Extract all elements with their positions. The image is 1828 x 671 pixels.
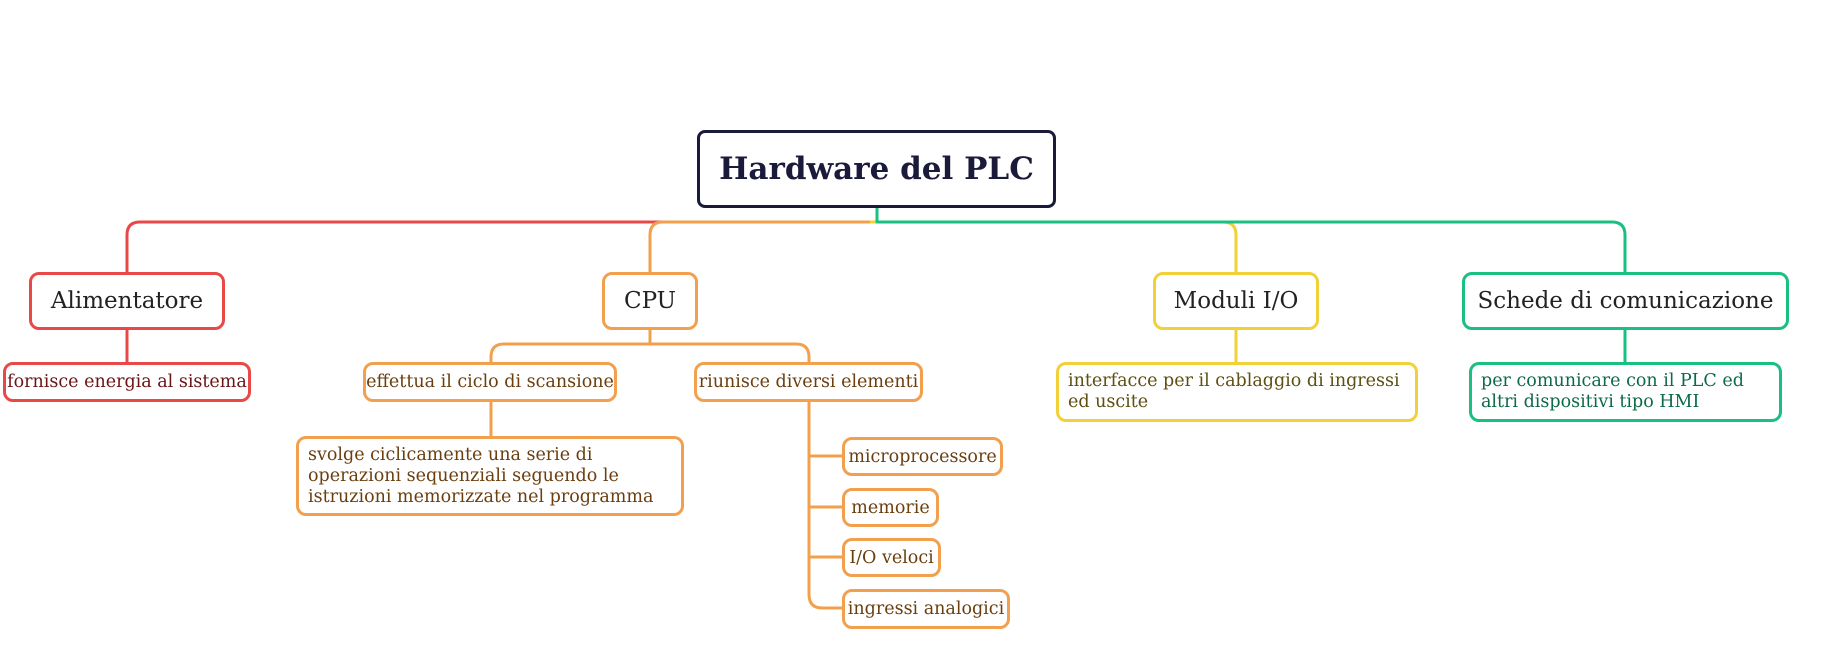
branch-schede-comunicazione[interactable]: Schede di comunicazione (1462, 272, 1789, 330)
cpu-elements-label: riunisce diversi elementi (698, 372, 919, 392)
connector-schede (875, 207, 1627, 274)
branch-alimentatore[interactable]: Alimentatore (29, 272, 225, 330)
cpu-scan-desc: svolge ciclicamente una serie di operazi… (308, 444, 654, 507)
element-item-label: ingressi analogici (847, 599, 1005, 619)
connector-alimentatore (125, 220, 870, 274)
connector-cpu (648, 220, 870, 274)
schede-desc-node[interactable]: per comunicare con il PLC ed altri dispo… (1469, 362, 1782, 422)
alimentatore-label: Alimentatore (50, 288, 204, 314)
cpu-label: CPU (623, 288, 677, 314)
connector-moduli (870, 220, 1238, 274)
root-node[interactable]: Hardware del PLC (697, 130, 1056, 208)
element-item-label: I/O veloci (849, 547, 934, 568)
cpu-elements-node[interactable]: riunisce diversi elementi (694, 362, 923, 402)
schede-desc: per comunicare con il PLC ed altri dispo… (1481, 371, 1744, 412)
element-item-label: memorie (851, 497, 930, 518)
element-item-ingressi-analogici[interactable]: ingressi analogici (842, 589, 1010, 629)
cpu-scan-label: effettua il ciclo di scansione (366, 372, 614, 392)
element-item-label: microprocessore (848, 446, 997, 467)
alimentatore-desc-node[interactable]: fornisce energia al sistema (3, 362, 251, 402)
cpu-scan-desc-node[interactable]: svolge ciclicamente una serie di operazi… (296, 436, 684, 516)
alimentatore-desc: fornisce energia al sistema (7, 372, 247, 392)
branch-cpu[interactable]: CPU (602, 272, 698, 330)
cpu-scan-node[interactable]: effettua il ciclo di scansione (363, 362, 617, 402)
element-item-io-veloci[interactable]: I/O veloci (842, 538, 941, 577)
connector-elements-items (807, 402, 844, 610)
moduli-label: Moduli I/O (1173, 288, 1299, 314)
root-label: Hardware del PLC (719, 151, 1034, 187)
element-item-memorie[interactable]: memorie (842, 488, 939, 527)
moduli-desc-node[interactable]: interfacce per il cablaggio di ingressi … (1056, 362, 1418, 422)
element-item-microprocessore[interactable]: microprocessore (842, 437, 1003, 476)
branch-moduli-io[interactable]: Moduli I/O (1153, 272, 1319, 330)
schede-label: Schede di comunicazione (1477, 288, 1774, 314)
connector-cpu-children (489, 330, 811, 364)
moduli-desc: interfacce per il cablaggio di ingressi … (1068, 371, 1400, 412)
